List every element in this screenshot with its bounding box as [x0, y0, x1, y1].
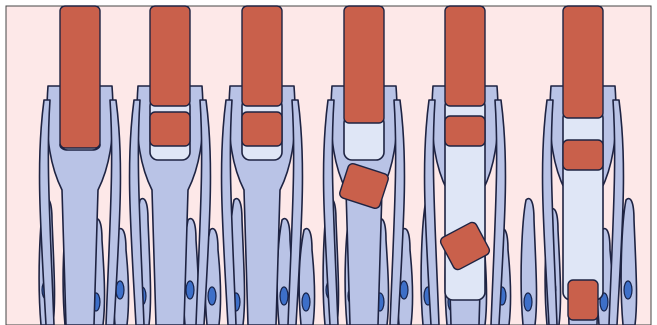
- cell-nucleus: [524, 293, 532, 311]
- follicle-lumen: [563, 110, 603, 300]
- hair-shaft: [242, 6, 282, 106]
- hair-shaft: [344, 6, 384, 123]
- epithelial-cell-body: [621, 199, 636, 325]
- hair-shaft-fill: [60, 6, 100, 148]
- hair-shaft-fill: [150, 6, 190, 106]
- epithelial-cell: [621, 199, 636, 325]
- hair-shaft: [445, 6, 485, 106]
- hair-shaft-fill: [344, 6, 384, 123]
- hair-shaft: [60, 6, 100, 148]
- cell-nucleus: [302, 293, 310, 311]
- hair-shaft-fill: [242, 6, 282, 106]
- club-hair-1: [563, 140, 603, 170]
- club-hair-1-fill: [445, 116, 485, 146]
- club-hair-1-fill: [150, 112, 190, 146]
- cell-nucleus: [186, 281, 194, 299]
- epithelial-cell: [299, 229, 314, 325]
- cell-nucleus: [116, 281, 124, 299]
- club-hair-1: [242, 112, 282, 146]
- club-hair-2-fill: [568, 280, 598, 320]
- hair-shaft-fill: [445, 6, 485, 106]
- cell-nucleus: [624, 281, 632, 299]
- hair-shaft: [150, 6, 190, 106]
- cell-nucleus: [400, 281, 408, 299]
- cell-nucleus: [208, 287, 216, 305]
- cell-nucleus: [280, 287, 288, 305]
- club-hair-1-fill: [242, 112, 282, 146]
- epithelial-cell: [521, 199, 536, 325]
- club-hair-1-fill: [563, 140, 603, 170]
- club-hair-1: [445, 116, 485, 146]
- club-hair-1: [150, 112, 190, 146]
- hair-shaft: [563, 6, 603, 118]
- club-hair-2: [568, 280, 598, 320]
- hair-shaft-fill: [563, 6, 603, 118]
